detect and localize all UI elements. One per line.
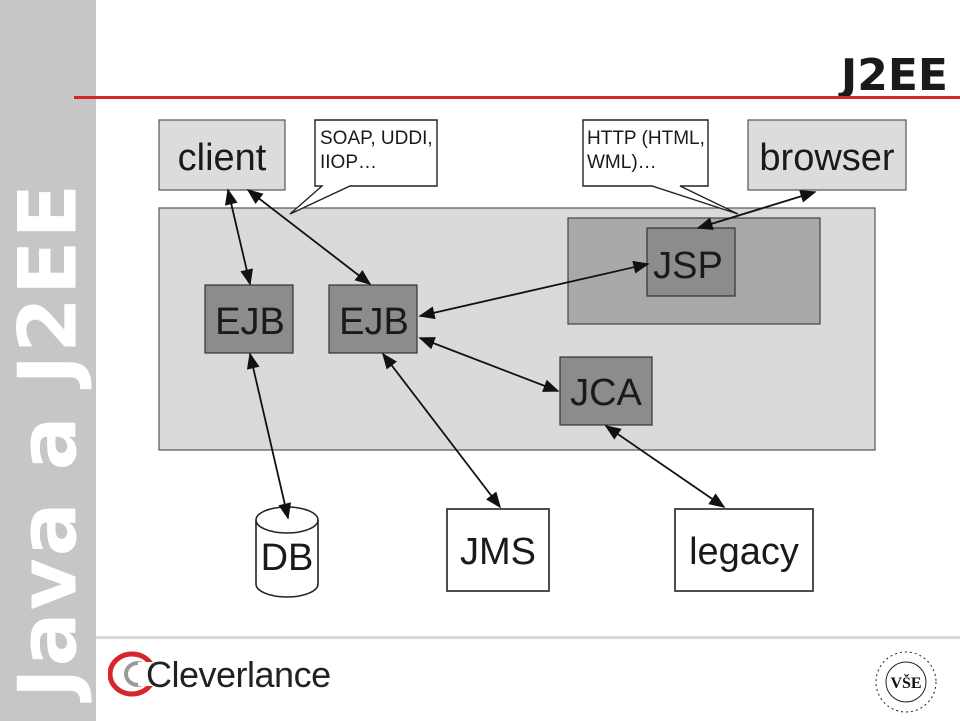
sidebar: Java a J2EE xyxy=(0,0,96,721)
ejb-left-label: EJB xyxy=(215,301,285,343)
arrow-ejb-right-jsp xyxy=(418,260,650,320)
client-box xyxy=(158,119,286,191)
arrow-client-ejb-left xyxy=(225,188,253,286)
http-callout-line2: WML)… xyxy=(587,152,657,173)
cleverlance-logo-icon xyxy=(108,651,158,697)
jca-label: JCA xyxy=(570,372,642,414)
legacy-label: legacy xyxy=(689,531,799,573)
footer-rule xyxy=(96,636,960,639)
browser-label: browser xyxy=(759,137,894,179)
legacy-box xyxy=(674,508,814,592)
soap-callout-line1: SOAP, UDDI, xyxy=(320,128,433,149)
ejb-right-box xyxy=(328,284,418,354)
jms-label: JMS xyxy=(460,531,536,573)
arrow-jca-legacy xyxy=(604,425,726,508)
http-callout-line1: HTTP (HTML, xyxy=(587,128,705,149)
vse-seal-icon: VŠE xyxy=(875,651,937,713)
vse-seal-text: VŠE xyxy=(890,673,921,692)
jca-box xyxy=(559,356,653,426)
cleverlance-logo-text: Cleverlance xyxy=(146,654,331,695)
jsp-box xyxy=(646,227,736,297)
jsp-label: JSP xyxy=(653,245,723,287)
client-label: client xyxy=(178,137,267,179)
slide-title: J2EE xyxy=(840,50,948,101)
soap-callout-line2: IIOP… xyxy=(320,152,377,173)
arrow-browser-jsp xyxy=(696,190,817,230)
arrow-client-ejb-right xyxy=(246,189,372,285)
title-rule xyxy=(74,96,960,99)
browser-box xyxy=(747,119,907,191)
ejb-right-label: EJB xyxy=(339,301,409,343)
jms-box xyxy=(446,508,550,592)
arrow-ejb-right-jms xyxy=(382,352,501,509)
db-label: DB xyxy=(261,537,314,579)
arrow-ejb-left-db xyxy=(246,352,292,520)
